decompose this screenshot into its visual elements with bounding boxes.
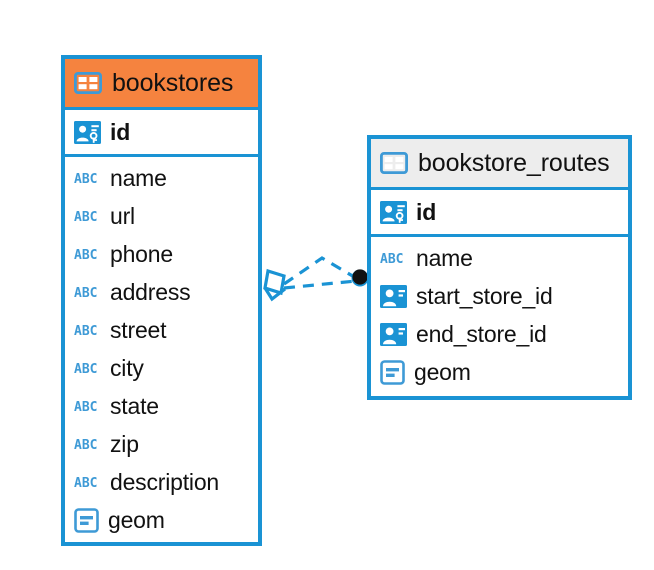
svg-text:ABC: ABC (74, 172, 97, 186)
svg-text:ABC: ABC (74, 248, 97, 262)
attribute-label-end-store-id: end_store_id (416, 320, 547, 347)
svg-text:ABC: ABC (74, 438, 97, 452)
attribute-row-end-store-id[interactable]: end_store_id (371, 315, 628, 353)
attribute-row-id[interactable]: id (371, 190, 628, 237)
attribute-label-geom: geom (108, 506, 165, 533)
attribute-row-zip[interactable]: ABC zip (65, 425, 258, 463)
table-icon (74, 72, 102, 94)
entity-bookstores-title: bookstores (112, 68, 234, 97)
attribute-row-url[interactable]: ABC url (65, 197, 258, 235)
attribute-label-city: city (110, 354, 144, 381)
svg-text:ABC: ABC (74, 210, 97, 224)
attribute-row-address[interactable]: ABC address (65, 273, 258, 311)
abc-text-icon: ABC (74, 248, 97, 262)
entity-bookstores-header[interactable]: bookstores (65, 59, 258, 110)
attribute-row-street[interactable]: ABC street (65, 311, 258, 349)
abc-text-icon: ABC (74, 400, 97, 414)
svg-text:ABC: ABC (74, 400, 97, 414)
geometry-icon (380, 359, 405, 385)
attribute-label-zip: zip (110, 430, 139, 457)
relationship-line-lower (283, 279, 357, 290)
crows-foot-diamond-marker (263, 268, 286, 302)
abc-text-icon: ABC (380, 252, 403, 266)
svg-text:ABC: ABC (74, 286, 97, 300)
attribute-row-start-store-id[interactable]: start_store_id (371, 277, 628, 315)
filled-circle-marker (351, 269, 369, 287)
svg-text:ABC: ABC (74, 324, 97, 338)
svg-text:ABC: ABC (74, 362, 97, 376)
abc-text-icon: ABC (74, 286, 97, 300)
attribute-row-id[interactable]: id (65, 110, 258, 157)
abc-text-icon: ABC (74, 324, 97, 338)
entity-bookstore-routes-title: bookstore_routes (418, 148, 610, 177)
attribute-label-name: name (110, 164, 167, 191)
attribute-row-geom[interactable]: geom (65, 501, 258, 539)
foreign-key-icon (380, 322, 407, 346)
attribute-label-name: name (416, 244, 473, 271)
attribute-row-city[interactable]: ABC city (65, 349, 258, 387)
svg-text:ABC: ABC (380, 252, 403, 266)
attribute-label-state: state (110, 392, 159, 419)
attribute-row-geom[interactable]: geom (371, 353, 628, 391)
attribute-row-phone[interactable]: ABC phone (65, 235, 258, 273)
abc-text-icon: ABC (74, 362, 97, 376)
abc-text-icon: ABC (74, 210, 97, 224)
entity-bookstore-routes-attributes: ABC name start_store_id (371, 237, 628, 391)
attribute-label-address: address (110, 278, 191, 305)
abc-text-icon: ABC (74, 438, 97, 452)
attribute-label-url: url (110, 202, 135, 229)
entity-bookstore-routes[interactable]: bookstore_routes id ABC name (367, 135, 632, 400)
abc-text-icon: ABC (74, 476, 97, 490)
primary-key-icon (74, 120, 101, 144)
attribute-row-name[interactable]: ABC name (371, 239, 628, 277)
attribute-label-id: id (416, 198, 437, 225)
geometry-icon (74, 507, 99, 533)
attribute-label-street: street (110, 316, 167, 343)
abc-text-icon: ABC (74, 172, 97, 186)
attribute-label-geom: geom (414, 358, 471, 385)
primary-key-icon (380, 200, 407, 224)
attribute-label-phone: phone (110, 240, 173, 267)
svg-text:ABC: ABC (74, 476, 97, 490)
entity-bookstores[interactable]: bookstores id ABC name (61, 55, 262, 546)
attribute-label-description: description (110, 468, 220, 495)
relationship-line-upper (283, 256, 357, 286)
attribute-label-id: id (110, 118, 131, 145)
table-icon (380, 152, 408, 174)
attribute-row-name[interactable]: ABC name (65, 159, 258, 197)
entity-bookstore-routes-header[interactable]: bookstore_routes (371, 139, 628, 190)
foreign-key-icon (380, 284, 407, 308)
attribute-row-description[interactable]: ABC description (65, 463, 258, 501)
entity-bookstores-attributes: ABC name ABC url ABC phone ABC (65, 157, 258, 539)
attribute-row-state[interactable]: ABC state (65, 387, 258, 425)
attribute-label-start-store-id: start_store_id (416, 282, 553, 309)
